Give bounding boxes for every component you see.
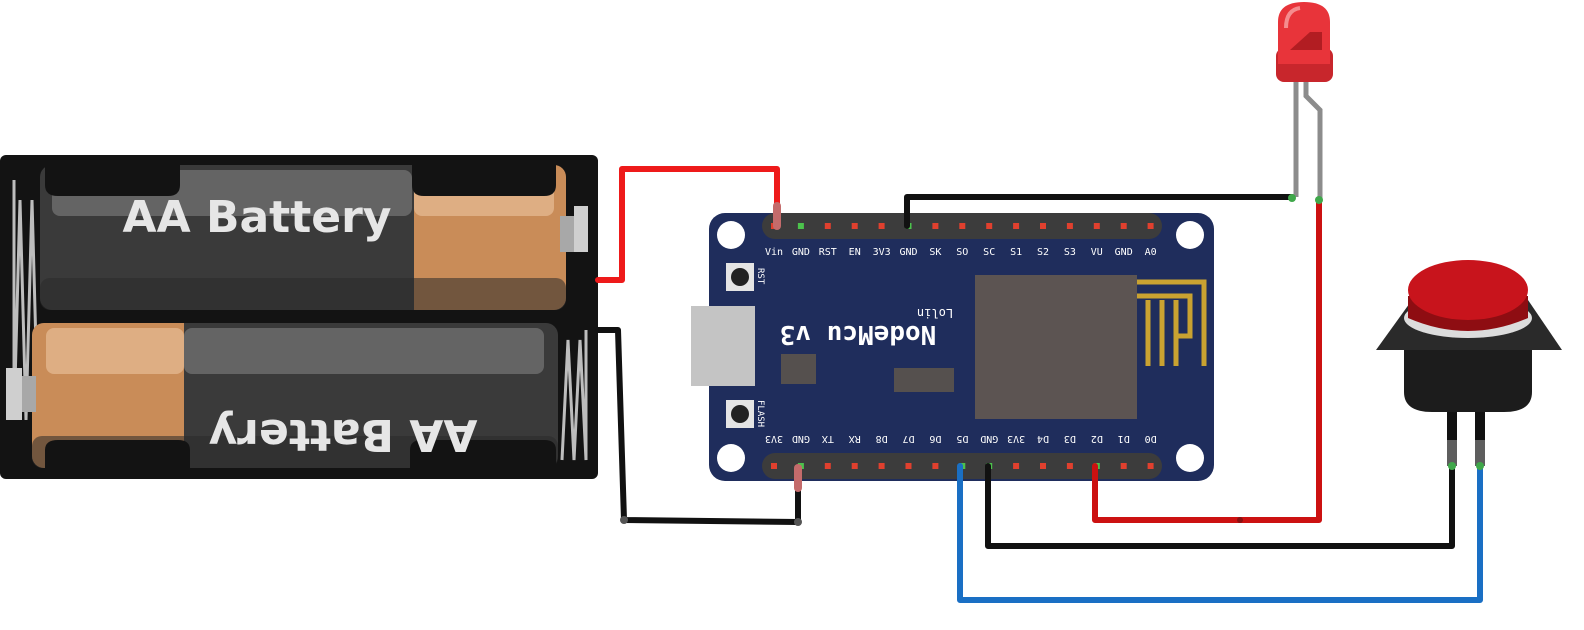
pin-label-d8: D8 — [876, 433, 888, 444]
pin-label-vu: VU — [1091, 247, 1103, 258]
pin-label-rst: RST — [819, 247, 837, 258]
wire-button-gnd — [985, 463, 1455, 549]
flash-label: FLASH — [755, 400, 765, 427]
pin-label-3v3: 3V3 — [873, 247, 891, 258]
rst-label: RST — [755, 268, 765, 285]
battery-terminal-right — [574, 206, 588, 252]
pin-label-d5: D5 — [956, 433, 968, 444]
battery-top-label: AA Battery — [123, 192, 392, 243]
mount-hole — [717, 221, 745, 249]
mount-hole — [1176, 221, 1204, 249]
battery-bottom-label: AA Battery — [209, 409, 478, 460]
regulator-chip — [894, 368, 954, 392]
pin-label-3v3: 3V3 — [765, 433, 783, 444]
pin-d1 — [1120, 463, 1127, 469]
pin-d8 — [878, 463, 885, 469]
mount-hole — [1176, 444, 1204, 472]
pin-label-gnd: GND — [1115, 247, 1133, 258]
board-subtitle: Lolin — [917, 306, 953, 320]
led-component — [1276, 2, 1333, 204]
pin-label-rx: RX — [849, 433, 861, 444]
pin-label-en: EN — [849, 247, 861, 258]
wire-led-d2 — [1092, 197, 1322, 523]
pin-gnd — [797, 223, 804, 229]
pin-label-so: SO — [956, 247, 968, 258]
pin-label-d3: D3 — [1064, 433, 1076, 444]
pin-3v3 — [1013, 463, 1020, 469]
wires — [595, 166, 1483, 603]
pin-d4 — [1040, 463, 1046, 469]
mount-hole — [717, 444, 745, 472]
pin-rx — [851, 463, 858, 469]
pin-label-gnd: GND — [980, 433, 998, 444]
pin-3v3 — [771, 463, 777, 469]
pin-label-d0: D0 — [1145, 433, 1157, 444]
pin-gnd — [1120, 223, 1127, 229]
pin-label-sc: SC — [983, 247, 995, 258]
pin-sk — [932, 223, 939, 229]
pin-s2 — [1040, 223, 1046, 229]
pin-label-a0: A0 — [1145, 247, 1157, 258]
usb-chip — [781, 354, 816, 384]
pin-label-sk: SK — [929, 247, 941, 258]
pin-d7 — [905, 463, 912, 469]
pin-d0 — [1147, 463, 1154, 469]
pin-rst — [824, 223, 831, 229]
pin-d3 — [1066, 463, 1073, 469]
pin-3v3 — [878, 223, 885, 229]
battery-pack: AA Battery AA Battery — [0, 155, 598, 479]
pin-tx — [824, 463, 831, 469]
pin-label-d6: D6 — [929, 433, 941, 444]
pin-vu — [1093, 223, 1100, 229]
usb-connector — [691, 306, 755, 386]
pin-label-d1: D1 — [1118, 433, 1130, 444]
pin-label-s2: S2 — [1037, 247, 1049, 258]
pin-label-tx: TX — [822, 433, 834, 444]
pin-label-d7: D7 — [902, 433, 914, 444]
pin-a0 — [1147, 223, 1154, 229]
bottom-pin-labels: 3V3 GND TX RX D8 D7 D6 D5 GND 3V3 D4 D3 D2 D1 D0 — [765, 433, 1157, 444]
battery-cell-bottom: AA Battery — [22, 323, 558, 474]
pin-label-gnd: GND — [792, 433, 810, 444]
battery-spring-right — [560, 330, 588, 461]
pin-label-d4: D4 — [1037, 433, 1049, 444]
battery-terminal-left — [6, 368, 22, 420]
pin-label-gnd: GND — [792, 247, 810, 258]
top-pin-labels: Vin GND RST EN 3V3 GND SK SO SC S1 S2 S3 VU GND A0 — [765, 247, 1157, 258]
esp8266-module — [975, 275, 1137, 419]
pin-s1 — [1013, 223, 1020, 229]
pin-en — [851, 223, 858, 229]
wire-battery-vin — [595, 166, 780, 283]
pin-label-s3: S3 — [1064, 247, 1076, 258]
pin-s3 — [1066, 223, 1073, 229]
battery-cell-top: AA Battery — [40, 160, 574, 310]
pin-label-d2: D2 — [1091, 433, 1103, 444]
wifi-antenna — [1137, 279, 1207, 366]
pin-label-vin: Vin — [765, 247, 783, 258]
pin-d6 — [932, 463, 939, 469]
pin-label-3v3: 3V3 — [1007, 433, 1025, 444]
pin-sc — [986, 223, 993, 229]
board-title: NodeMcu v3 — [780, 319, 937, 349]
wire-button-d5 — [957, 463, 1483, 603]
pin-label-gnd: GND — [899, 247, 917, 258]
push-button-component — [1376, 260, 1562, 470]
top-pin-row — [771, 223, 1154, 229]
wire-led-gnd — [904, 194, 1295, 229]
pin-label-s1: S1 — [1010, 247, 1022, 258]
pin-so — [959, 223, 966, 229]
